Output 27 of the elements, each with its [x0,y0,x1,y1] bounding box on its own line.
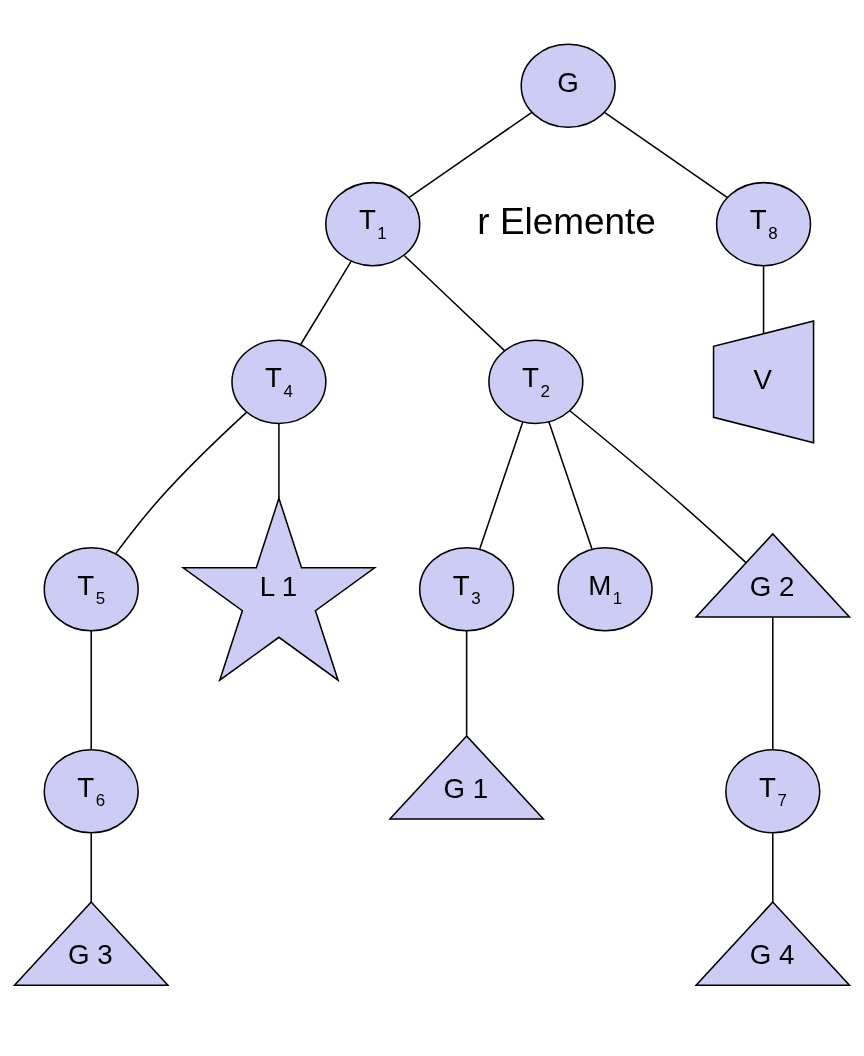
node-ellipse: T$_{4}$ [231,339,327,424]
connector [548,420,593,550]
connector [408,111,533,198]
connector [299,259,352,345]
node-ellipse: T$_{8}$ [715,181,812,266]
node-ellipse: T$_{5}$ [43,546,139,632]
connector [403,254,506,351]
node-ellipse: T$_{6}$ [43,748,139,834]
connector [762,264,765,334]
connector [278,422,280,499]
label: r Elemente [477,200,656,242]
connector [465,629,468,736]
connector [772,615,774,750]
node-box: V [712,319,815,444]
node-ellipse: T$_{1}$ [325,181,421,266]
connector [603,111,729,198]
node-ellipse: T$_{2}$ [488,339,584,424]
connector [90,629,92,750]
node-ellipse: G [520,42,616,128]
connector [772,831,774,903]
node-ellipse: T$_{3}$ [418,546,515,632]
node-ellipse: M$_{1}$ [557,546,653,632]
connector [479,420,524,550]
connector [115,411,248,554]
connector [569,409,747,563]
node-ellipse: T$_{7}$ [725,748,821,834]
connector [90,831,92,903]
